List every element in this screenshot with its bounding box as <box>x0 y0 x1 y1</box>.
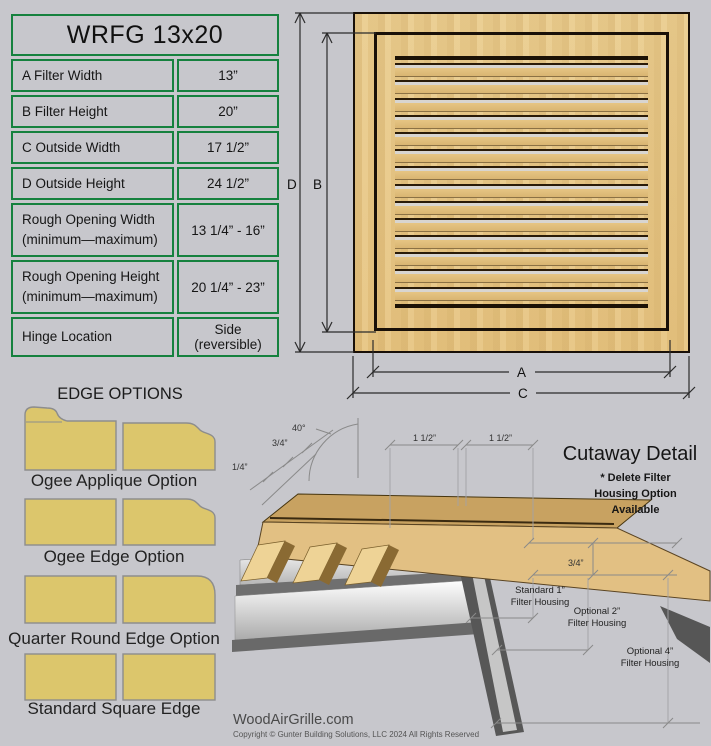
spec-row: A Filter Width 13” <box>11 59 279 92</box>
svg-text:1 1/2”: 1 1/2” <box>489 433 512 443</box>
dim-filter-width: A <box>366 340 677 381</box>
site-watermark: WoodAirGrille.com <box>233 712 354 728</box>
grille-door-panel <box>374 32 669 331</box>
ogee-applique-right-profile <box>122 422 216 471</box>
cutaway-title: Cutaway Detail <box>562 443 698 465</box>
spec-row: B Filter Height 20” <box>11 95 279 128</box>
spec-row: Rough Opening Height (minimum—maximum) 2… <box>11 260 279 314</box>
quarter-round-left-profile <box>24 575 117 624</box>
grille-louvers <box>395 56 648 308</box>
edge-option-label: Ogee Edge Option <box>43 547 185 566</box>
spec-label: Rough Opening Height (minimum—maximum) <box>11 260 174 314</box>
spec-row: C Outside Width 17 1/2” <box>11 131 279 164</box>
svg-text:B: B <box>313 177 322 192</box>
filter-housing-metal <box>232 547 710 736</box>
spec-table: WRFG 13x20 A Filter Width 13” B Filter H… <box>8 11 282 360</box>
spec-title-row: WRFG 13x20 <box>11 14 279 56</box>
svg-text:3/4”: 3/4” <box>272 438 288 448</box>
svg-text:3/4”: 3/4” <box>568 558 584 568</box>
louver <box>395 217 648 232</box>
svg-text:1/4”: 1/4” <box>232 462 248 472</box>
spec-row: D Outside Height 24 1/2” <box>11 167 279 200</box>
louver <box>395 269 648 284</box>
louver <box>395 114 648 129</box>
spec-value: 17 1/2” <box>177 131 279 164</box>
spec-label: Hinge Location <box>11 317 174 357</box>
svg-text:A: A <box>517 365 526 380</box>
edge-option-label: Ogee Applique Option <box>30 471 198 490</box>
grille-drawing <box>353 12 690 353</box>
cutaway-louvers <box>240 540 399 587</box>
dim-outer-width: C <box>346 356 696 402</box>
spec-label: B Filter Height <box>11 95 174 128</box>
dim-outer-height: D <box>287 12 354 353</box>
edge-option-label: Standard Square Edge <box>27 699 201 718</box>
spec-label: D Outside Height <box>11 167 174 200</box>
louver <box>395 166 648 181</box>
ogee-edge-left-profile <box>24 498 117 546</box>
quarter-round-right-profile <box>122 575 216 624</box>
page-title: WRFG 13x20 <box>11 14 279 56</box>
louver <box>395 200 648 215</box>
edge-options-title: EDGE OPTIONS <box>57 385 183 403</box>
ogee-edge-right-profile <box>122 498 216 546</box>
louver <box>395 252 648 267</box>
louver <box>395 286 648 301</box>
louver <box>395 63 648 78</box>
spec-label: Rough Opening Width (minimum—maximum) <box>11 203 174 257</box>
svg-text:D: D <box>287 177 297 192</box>
spec-label: C Outside Width <box>11 131 174 164</box>
svg-text:1 1/2”: 1 1/2” <box>413 433 436 443</box>
spec-row: Hinge Location Side (reversible) <box>11 317 279 357</box>
louver <box>395 80 648 95</box>
svg-text:40°: 40° <box>292 423 306 433</box>
edge-option-label: Quarter Round Edge Option <box>8 629 220 648</box>
cutaway-dimensions: 1/4” 3/4” 40° 1 1/2” 1 1/2” 3/4” <box>232 418 700 729</box>
cutaway-illustration: 1/4” 3/4” 40° 1 1/2” 1 1/2” 3/4” <box>232 418 711 736</box>
louver <box>395 149 648 164</box>
edge-profiles <box>24 406 216 701</box>
louver <box>395 97 648 112</box>
spec-value: Side (reversible) <box>177 317 279 357</box>
spec-label: A Filter Width <box>11 59 174 92</box>
square-edge-right-profile <box>122 653 216 701</box>
louver-top-rail <box>395 56 648 60</box>
housing-label-optional-4: Optional 4” Filter Housing <box>620 646 680 669</box>
louver <box>395 235 648 250</box>
svg-text:C: C <box>518 386 528 401</box>
dim-filter-height: B <box>313 32 376 333</box>
spec-value: 20 1/4” - 23” <box>177 260 279 314</box>
grille-dimension-overlay: D B A C <box>287 12 696 402</box>
spec-value: 13” <box>177 59 279 92</box>
copyright-text: Copyright © Gunter Building Solutions, L… <box>233 730 480 739</box>
spec-value: 20” <box>177 95 279 128</box>
ogee-applique-left-profile <box>24 406 117 471</box>
louver-bottom-rail <box>395 303 648 308</box>
cutaway-note: * Delete Filter Housing Option Available <box>594 472 677 516</box>
square-edge-left-profile <box>24 653 117 701</box>
louver <box>395 131 648 146</box>
louver <box>395 183 648 198</box>
spec-value: 24 1/2” <box>177 167 279 200</box>
housing-label-optional-2: Optional 2” Filter Housing <box>567 606 627 629</box>
spec-row: Rough Opening Width (minimum—maximum) 13… <box>11 203 279 257</box>
spec-value: 13 1/4” - 16” <box>177 203 279 257</box>
housing-label-standard-1: Standard 1” Filter Housing <box>510 585 570 608</box>
